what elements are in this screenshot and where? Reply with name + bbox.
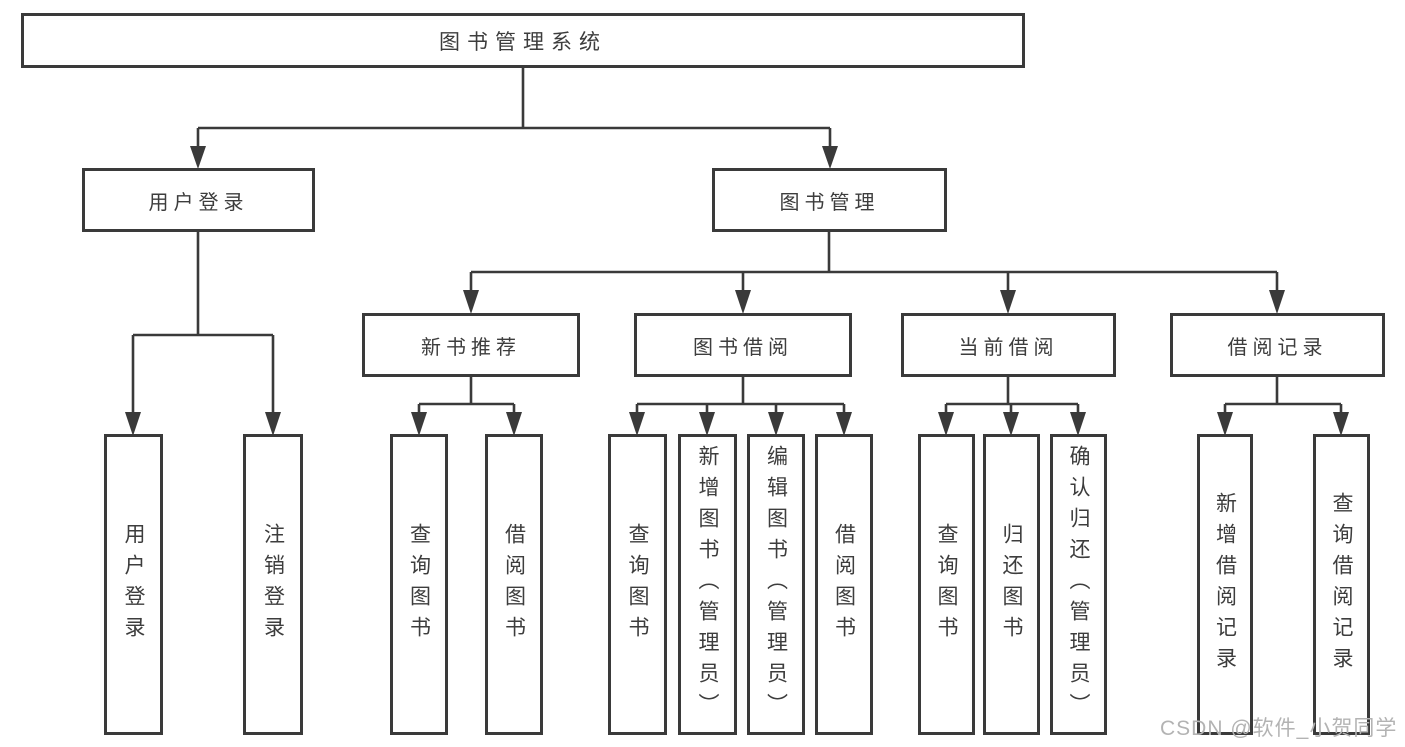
node-new-book-recommend: 新书推荐 — [362, 313, 580, 377]
leaf-nbr-query-books-label: 查询图书 — [407, 522, 431, 647]
node-book-borrowing: 图书借阅 — [634, 313, 852, 377]
leaf-br-add-record: 新增借阅记录 — [1197, 434, 1253, 735]
leaf-nbr-borrow-books-label: 借阅图书 — [502, 522, 526, 647]
leaf-cb-return-books-label: 归还图书 — [1000, 522, 1023, 647]
connector-book-management-children — [463, 232, 1285, 314]
leaf-bb-query-books-label: 查询图书 — [626, 522, 649, 647]
leaf-bb-borrow-books-label: 借阅图书 — [832, 522, 856, 647]
connector-new-book-recommend-children — [411, 377, 522, 436]
connector-book-borrowing-children — [629, 377, 852, 436]
leaf-br-query-record-label: 查询借阅记录 — [1330, 491, 1353, 678]
node-book-management: 图书管理 — [712, 168, 947, 232]
leaf-bb-edit-books-admin-label: 编辑图书（管理员） — [764, 445, 788, 724]
connector-root-to-level2 — [190, 68, 838, 169]
leaf-bb-add-books-admin-label: 新增图书（管理员） — [696, 445, 719, 724]
leaf-cb-return-books: 归还图书 — [983, 434, 1040, 735]
leaf-bb-add-books-admin: 新增图书（管理员） — [678, 434, 737, 735]
node-current-borrowing: 当前借阅 — [901, 313, 1116, 377]
leaf-br-add-record-label: 新增借阅记录 — [1213, 491, 1237, 678]
leaf-bb-borrow-books: 借阅图书 — [815, 434, 873, 735]
leaf-user-login: 用户登录 — [104, 434, 163, 735]
leaf-nbr-borrow-books: 借阅图书 — [485, 434, 543, 735]
leaf-logout-label: 注销登录 — [261, 522, 285, 647]
leaf-br-query-record: 查询借阅记录 — [1313, 434, 1370, 735]
leaf-cb-query-books-label: 查询图书 — [935, 522, 958, 647]
leaf-logout: 注销登录 — [243, 434, 303, 735]
leaf-cb-confirm-return-admin: 确认归还（管理员） — [1050, 434, 1107, 735]
connector-current-borrowing-children — [938, 377, 1086, 436]
leaf-user-login-label: 用户登录 — [122, 522, 145, 647]
node-library-management-system: 图书管理系统 — [21, 13, 1025, 68]
connector-borrowing-records-children — [1217, 377, 1349, 436]
leaf-cb-confirm-return-admin-label: 确认归还（管理员） — [1067, 445, 1090, 724]
node-user-login: 用户登录 — [82, 168, 315, 232]
leaf-cb-query-books: 查询图书 — [918, 434, 975, 735]
leaf-bb-edit-books-admin: 编辑图书（管理员） — [747, 434, 805, 735]
connector-user-login-children — [125, 232, 281, 436]
leaf-nbr-query-books: 查询图书 — [390, 434, 448, 735]
node-borrowing-records: 借阅记录 — [1170, 313, 1385, 377]
watermark: CSDN @软件_小贺同学 — [1160, 717, 1398, 740]
leaf-bb-query-books: 查询图书 — [608, 434, 667, 735]
